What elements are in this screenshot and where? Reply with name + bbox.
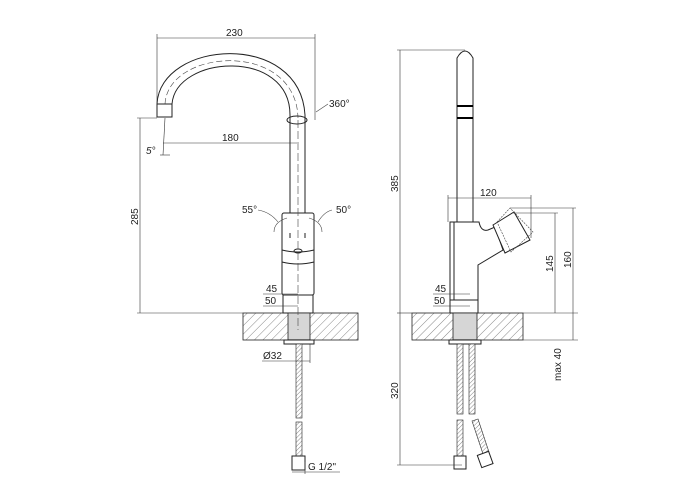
dim-height-label: 285 bbox=[130, 208, 141, 225]
spout-arch bbox=[156, 53, 306, 116]
dim-diameter-label: Ø32 bbox=[263, 351, 282, 362]
hose-fitting-side-1 bbox=[453, 455, 467, 470]
angle-left-label: 55° bbox=[242, 205, 257, 216]
dim-total-height-label: 385 bbox=[390, 175, 401, 192]
angle-swivel-label: 360° bbox=[329, 99, 350, 110]
thread-front bbox=[287, 312, 311, 341]
dim-50-side-label: 50 bbox=[434, 296, 446, 307]
aerator-front bbox=[156, 103, 173, 118]
hose-fitting-front bbox=[291, 455, 306, 471]
hose-side-2-upper bbox=[468, 343, 476, 415]
nut-front bbox=[283, 339, 315, 345]
hose-front-upper bbox=[295, 343, 303, 419]
thread-side bbox=[452, 312, 478, 341]
hose-side-1-upper bbox=[456, 343, 464, 415]
pipe-side bbox=[456, 50, 474, 223]
dim-thread-label: G 1/2" bbox=[308, 462, 336, 473]
dim-hose-label: 320 bbox=[390, 382, 401, 399]
front-view: 230 180 285 5° 360° 55° 50° 45 50 Ø32 G … bbox=[130, 28, 359, 474]
hose-side-2-lower bbox=[471, 418, 490, 455]
handle-side bbox=[492, 211, 531, 254]
angle-spout-label: 5° bbox=[146, 146, 156, 157]
dim-145-label: 145 bbox=[545, 255, 556, 272]
dim-160-label: 160 bbox=[563, 251, 574, 268]
dim-max-thickness-label: max 40 bbox=[553, 348, 564, 381]
dim-50-front-label: 50 bbox=[265, 296, 277, 307]
dim-reach-label: 180 bbox=[222, 133, 239, 144]
hose-fitting-side-2 bbox=[476, 450, 494, 469]
side-view: 385 120 145 160 45 50 max 40 320 bbox=[390, 49, 578, 470]
hose-front-lower bbox=[295, 421, 303, 457]
dim-handle-reach-label: 120 bbox=[480, 188, 497, 199]
dim-width-label: 230 bbox=[226, 28, 243, 39]
hose-side-1-lower bbox=[456, 419, 464, 457]
dim-45-front-label: 45 bbox=[266, 284, 278, 295]
body-side bbox=[449, 221, 504, 314]
dim-45-side-label: 45 bbox=[435, 284, 447, 295]
angle-right-label: 50° bbox=[336, 205, 351, 216]
